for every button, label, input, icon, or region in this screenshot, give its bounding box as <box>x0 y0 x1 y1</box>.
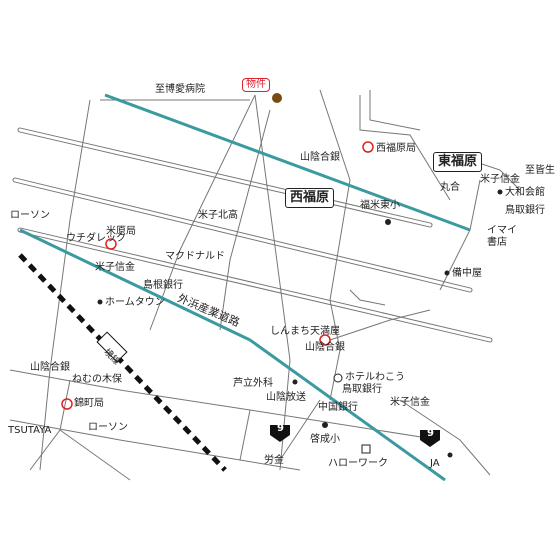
area-higashifukuhara: 東福原 <box>433 152 483 172</box>
direction-kaike: 至皆生 <box>525 165 555 176</box>
mcdonalds-label: マクドナルド <box>165 251 225 262</box>
tsutaya-label: TSUTAYA <box>8 425 52 436</box>
hospital-label: 至博愛病院 <box>155 84 205 95</box>
post-office-nishifukuhara: 西福原局 <box>376 143 416 154</box>
daiwa-kaikan-label: 大和会館 <box>505 187 545 198</box>
marugo-label: 丸合 <box>440 182 460 193</box>
bank-tottori-1: 鳥取銀行 <box>505 205 545 216</box>
bank-shimane: 島根銀行 <box>143 280 183 291</box>
bicchuya-label: 備中屋 <box>452 268 482 279</box>
area-nishifukuhara: 西福原 <box>285 188 335 208</box>
target-label: 物件 <box>242 78 270 92</box>
hotel-wakou-label: ホテルわこう <box>345 372 405 383</box>
bank-sanin-2: 山陰合銀 <box>305 342 345 353</box>
lawson-2-label: ローソン <box>88 422 128 433</box>
school-yonago-kita: 米子北高 <box>198 210 238 221</box>
rokin-label: 労金 <box>264 455 284 466</box>
nemu-no-ki-label: ねむの木保 <box>72 374 122 385</box>
bank-chugoku: 中国銀行 <box>318 402 358 413</box>
route-9-shield-b: 9 <box>427 428 434 439</box>
uchida-rec-label: ウチダレック <box>66 233 126 244</box>
bank-yonago-shinkin-1: 米子信金 <box>480 174 520 185</box>
imai-shoten-label: イマイ 書店 <box>487 225 517 248</box>
school-keisei: 啓成小 <box>310 434 340 445</box>
shinmachi-label: しんまち天満屋 <box>270 326 340 337</box>
bank-sanin-1: 山陰合銀 <box>300 152 340 163</box>
ja-label: JA <box>430 458 440 469</box>
home-town-label: ホームタウン <box>105 297 165 308</box>
bank-yonago-shinkin-2: 米子信金 <box>95 262 135 273</box>
hellowork-label: ハローワーク <box>328 458 388 469</box>
sanin-hoso-label: 山陰放送 <box>266 392 306 403</box>
bank-sanin-3: 山陰合銀 <box>30 362 70 373</box>
post-office-nishiki: 錦町局 <box>74 398 104 409</box>
lawson-1-label: ローソン <box>10 210 50 221</box>
post-office-yonago: 米原局 <box>106 226 136 237</box>
school-fukuyone-higashi: 福米東小 <box>360 200 400 211</box>
route-9-shield-a: 9 <box>277 423 284 434</box>
bank-yonago-shinkin-3: 米子信金 <box>390 397 430 408</box>
ashidachi-label: 芦立外科 <box>233 378 273 389</box>
bank-tottori-2: 鳥取銀行 <box>342 384 382 395</box>
